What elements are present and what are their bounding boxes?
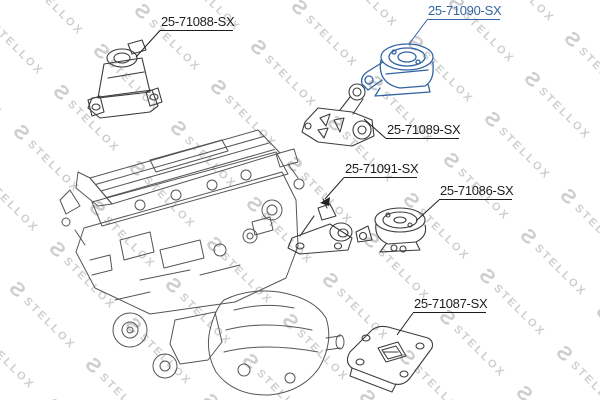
part-number-label-25-71087-sx[interactable]: 25-71087-SX <box>413 296 488 313</box>
part-number-label-25-71088-sx[interactable]: 25-71088-SX <box>160 14 235 31</box>
leader-lines <box>135 19 440 336</box>
part-drawing-25-71088-sx[interactable] <box>87 39 163 119</box>
part-drawing-25-71090-sx[interactable] <box>360 43 434 97</box>
part-drawing-25-71091-sx[interactable] <box>287 198 353 255</box>
part-number-label-25-71090-sx[interactable]: 25-71090-SX <box>427 3 502 20</box>
leader-arrowhead <box>320 197 330 206</box>
engine-illustration <box>59 129 345 396</box>
part-drawing-25-71089-sx[interactable] <box>301 83 375 147</box>
part-drawing-25-71086-sx[interactable] <box>355 207 427 253</box>
part-drawing-25-71087-sx[interactable] <box>346 325 434 393</box>
part-number-label-25-71089-sx[interactable]: 25-71089-SX <box>386 122 461 139</box>
part-number-label-25-71086-sx[interactable]: 25-71086-SX <box>439 183 514 200</box>
part-number-label-25-71091-sx[interactable]: 25-71091-SX <box>344 161 419 178</box>
